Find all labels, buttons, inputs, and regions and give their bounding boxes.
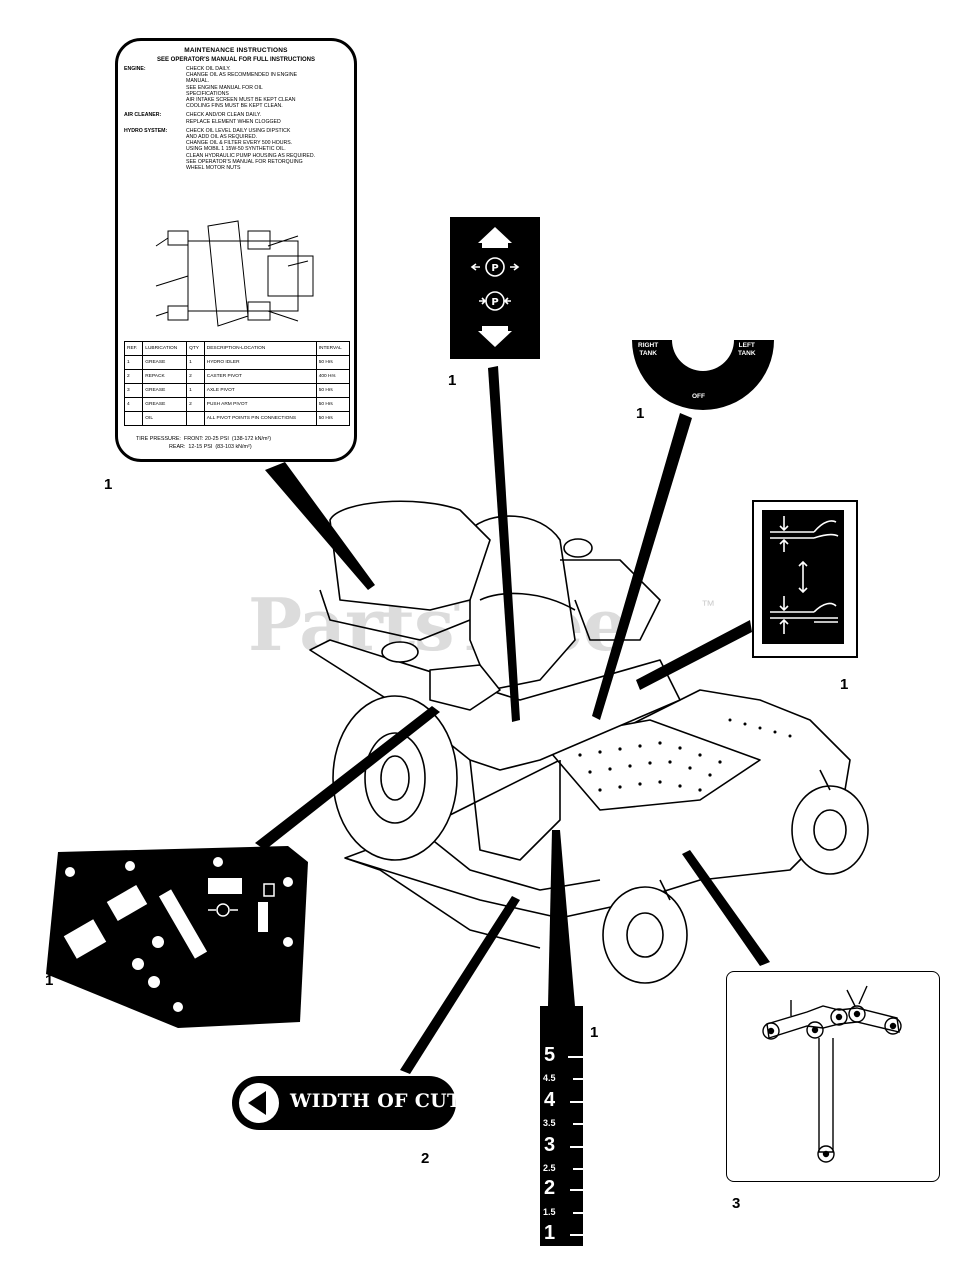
fuel-left-tank: LEFT TANK	[738, 342, 756, 357]
maint-section-engine: ENGINE: CHECK OIL DAILY. CHANGE OIL AS R…	[124, 66, 298, 110]
gauge-label-1: 1	[544, 1222, 556, 1244]
svg-text:P: P	[491, 263, 498, 274]
callout-fuel-valve: 1	[636, 405, 645, 422]
fuel-valve-shape	[632, 340, 774, 410]
width-of-cut-label: WIDTH OF CUT	[290, 1090, 462, 1112]
gauge-label-5: 5	[544, 1044, 556, 1066]
gauge-label-3: 3	[544, 1134, 556, 1156]
table-header-row: REF. LUBRICATION QTY DESCRIPTION-LOCATIO…	[123, 341, 351, 356]
callout-park-brake: 1	[448, 372, 457, 389]
gauge-label-1-5: 1.5	[543, 1207, 556, 1217]
callout-belt-routing: 3	[732, 1195, 741, 1212]
plate-perforations	[578, 718, 792, 792]
gauge-label-4-5: 4.5	[543, 1073, 556, 1083]
callout-control-panel: 1	[45, 972, 54, 989]
belt-routing-decal	[726, 971, 940, 1182]
maint-section-air-cleaner: AIR CLEANER: CHECK AND/OR CLEAN DAILY. R…	[124, 112, 281, 125]
foot-plate	[539, 719, 761, 811]
cut-height-gauge: 5 4.5 4 3.5 3 2.5 2 1.5 1	[540, 1006, 583, 1246]
table-row: 4 GREASE 2 PUSH ARM PIVOT 50 Hrs	[123, 397, 351, 412]
maintenance-decal: MAINTENANCE INSTRUCTIONS SEE OPERATOR'S …	[115, 38, 357, 462]
gauge-label-2-5: 2.5	[543, 1163, 556, 1173]
callout-deck-height: 1	[840, 676, 849, 693]
left-arrow-icon	[239, 1083, 279, 1123]
rear-tire-left	[332, 695, 458, 861]
top-view-diagram	[155, 220, 314, 327]
callout-maintenance: 1	[104, 476, 113, 493]
lubrication-table: REF. LUBRICATION QTY DESCRIPTION-LOCATIO…	[123, 341, 351, 426]
belt-routing-diagram	[762, 985, 902, 1163]
gauge-label-2: 2	[544, 1177, 556, 1199]
fuel-off: OFF	[692, 393, 705, 400]
arrow-down-icon	[478, 331, 512, 347]
watermark-trademark: ™	[701, 597, 715, 613]
control-panel-decal	[46, 846, 308, 1028]
table-row: 2 REPACK 2 CASTER PIVOT 400 Hrs	[123, 369, 351, 384]
leader-lines	[255, 366, 770, 1074]
caster-left	[602, 886, 688, 984]
arrow-up-icon	[478, 227, 512, 243]
maint-section-hydro: HYDRO SYSTEM: CHECK OIL LEVEL DAILY USIN…	[124, 127, 316, 172]
callout-width-of-cut: 2	[421, 1150, 430, 1167]
park-brake-symbols: PP	[470, 227, 520, 347]
park-indicator-icon	[216, 903, 230, 917]
gauge-ticks	[568, 1056, 583, 1236]
engine-hood	[329, 500, 491, 611]
svg-text:P: P	[491, 297, 498, 308]
caster-right	[791, 785, 869, 875]
park-icon-upper	[485, 257, 505, 277]
seat	[469, 515, 576, 691]
tire-pressure: TIRE PRESSURE: FRONT: 20-25 PSI (138-172…	[136, 436, 272, 450]
maintenance-subtitle: SEE OPERATOR'S MANUAL FOR FULL INSTRUCTI…	[157, 57, 315, 63]
table-row: 1 GREASE 1 HYDRO IDLER 50 Hrs	[123, 355, 351, 370]
gauge-label-3-5: 3.5	[543, 1118, 556, 1128]
maintenance-title: MAINTENANCE INSTRUCTIONS	[184, 47, 288, 54]
deck-height-symbols	[762, 510, 844, 644]
table-row: 3 GREASE 1 AXLE PIVOT 50 Hrs	[123, 383, 351, 398]
fuel-right-tank: RIGHT TANK	[638, 342, 659, 357]
fuel-valve-decal: RIGHT TANK LEFT TANK OFF	[632, 340, 774, 410]
console	[429, 664, 501, 711]
table-row: OIL ALL PIVOT POINTS PIN CONNECTIONS 50 …	[123, 411, 351, 426]
gauge-label-4: 4	[544, 1089, 556, 1111]
deck-height-decal	[752, 500, 858, 658]
width-of-cut-decal: WIDTH OF CUT	[232, 1076, 461, 1130]
callout-cut-gauge: 1	[590, 1024, 599, 1041]
